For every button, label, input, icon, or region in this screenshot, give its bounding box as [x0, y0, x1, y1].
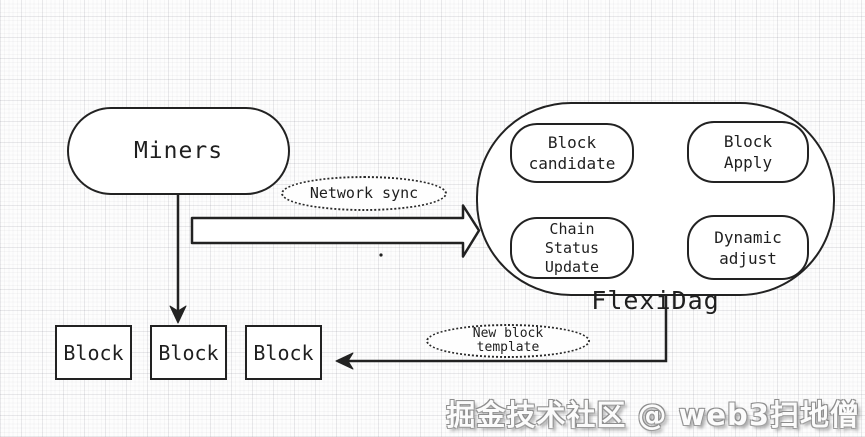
node-miners: Miners [67, 107, 290, 195]
stray-dot [379, 253, 383, 257]
container-flexidag-label: FlexiDag [591, 286, 720, 315]
node-block-candidate-line: Block [547, 133, 597, 152]
node-dynamic-adjust: Dynamic adjust [687, 215, 809, 280]
node-block-1: Block [55, 325, 132, 380]
node-block-2: Block [150, 325, 227, 380]
node-block-2-label: Block [158, 340, 219, 365]
node-block-3-label: Block [253, 340, 314, 365]
watermark-text: 掘金技术社区 @ web3扫地僧 [446, 398, 860, 432]
node-chain-status-update: Chain Status Update [510, 217, 634, 279]
node-dynamic-adjust-line: Dynamic [714, 227, 782, 247]
container-flexidag: FlexiDag Block candidate Block Apply Cha… [476, 102, 835, 315]
node-miners-label: Miners [133, 138, 224, 164]
node-block-apply: Block Apply [687, 121, 809, 183]
node-chain-status-update-line: Chain [549, 219, 595, 238]
arrow-miners-to-block [169, 195, 187, 324]
label-network-sync: Network sync [281, 176, 447, 211]
node-block-1-label: Block [63, 340, 124, 365]
label-new-block-template-line: New block [472, 326, 544, 341]
node-block-apply-line: Block [723, 132, 773, 151]
node-chain-status-update-line: Update [544, 257, 600, 276]
arrow-network-sync [190, 204, 481, 258]
node-block-apply-line: Apply [723, 153, 773, 172]
node-dynamic-adjust-line: adjust [719, 248, 777, 268]
node-block-3: Block [245, 325, 322, 380]
node-block-candidate-line: candidate [528, 154, 616, 173]
arrow-flexidag-to-block [335, 296, 668, 370]
node-block-candidate: Block candidate [510, 123, 634, 183]
label-new-block-template-line: template [476, 340, 540, 355]
node-chain-status-update-line: Status [544, 238, 600, 257]
label-new-block-template: New block template [426, 324, 590, 358]
label-network-sync-text: Network sync [309, 184, 419, 203]
